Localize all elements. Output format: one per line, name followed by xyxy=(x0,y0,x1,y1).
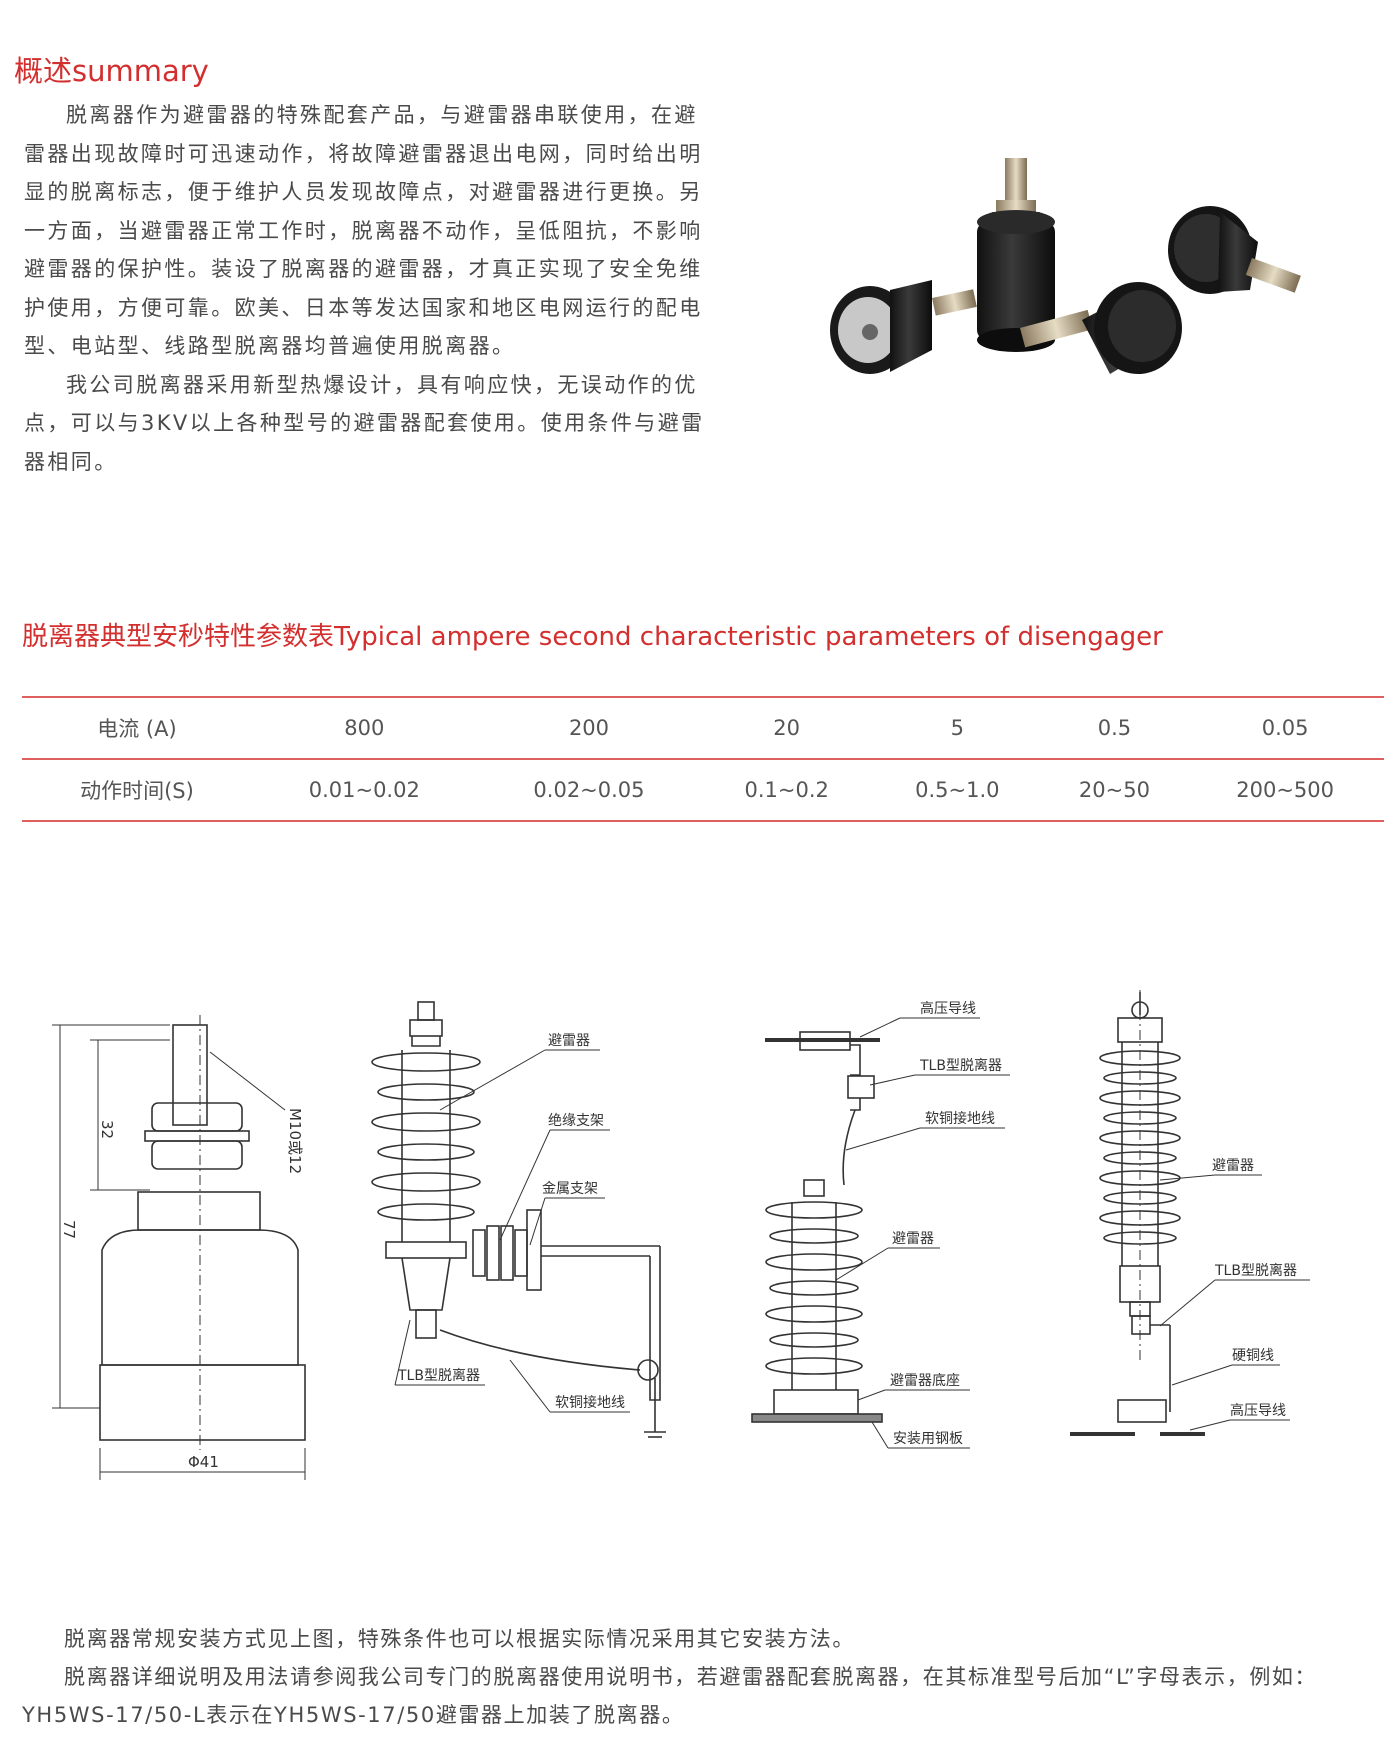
table-row: 动作时间(S) 0.01~0.02 0.02~0.05 0.1~0.2 0.5~… xyxy=(22,759,1384,822)
suspended-install-drawing xyxy=(1070,990,1310,1436)
bracket-install-drawing xyxy=(371,1001,666,1438)
label-ground-wire-2: 软铜接地线 xyxy=(555,1394,625,1411)
summary-text: 脱离器作为避雷器的特殊配套产品，与避雷器串联使用，在避雷器出现故障时可迅速动作，… xyxy=(24,96,712,481)
label-ground-wire-3: 软铜接地线 xyxy=(925,1110,995,1127)
label-hard-wire: 硬铜线 xyxy=(1232,1348,1274,1364)
label-metal-bracket: 金属支架 xyxy=(542,1181,598,1197)
table-cell: 0.01~0.02 xyxy=(251,759,477,822)
product-photo xyxy=(830,158,1301,374)
label-disconnector-2: TLB型脱离器 xyxy=(397,1367,480,1384)
table-header-current: 电流 (A) xyxy=(22,696,252,760)
dim-height-label: 77 xyxy=(60,1220,78,1239)
label-disconnector-3: TLB型脱离器 xyxy=(919,1057,1002,1074)
table-cell: 5 xyxy=(871,696,1043,760)
label-plate: 安装用钢板 xyxy=(893,1431,963,1447)
installation-drawings: 32 77 M10或12 Φ41 xyxy=(52,990,1310,1480)
label-base: 避雷器底座 xyxy=(890,1373,960,1389)
table-cell: 20~50 xyxy=(1042,759,1187,822)
dim-stud-label: 32 xyxy=(98,1120,116,1139)
label-arrester-2: 避雷器 xyxy=(548,1033,590,1049)
summary-paragraph-2: 我公司脱离器采用新型热爆设计，具有响应快，无误动作的优点，可以与3KV以上各种型… xyxy=(24,372,705,474)
table-cell: 0.5~1.0 xyxy=(871,759,1043,822)
label-hv-line-3: 高压导线 xyxy=(920,1000,976,1017)
table-cell: 0.1~0.2 xyxy=(701,759,872,822)
table-cell: 20 xyxy=(701,696,872,760)
disconnector-front xyxy=(1020,282,1182,374)
note-2: 脱离器详细说明及用法请参阅我公司专门的脱离器使用说明书，若避雷器配套脱离器，在其… xyxy=(22,1665,1318,1727)
params-table: 电流 (A) 800 200 20 5 0.5 0.05 动作时间(S) 0.0… xyxy=(22,696,1384,822)
installation-notes: 脱离器常规安装方式见上图，特殊条件也可以根据实际情况采用其它安装方法。 脱离器详… xyxy=(22,1620,1392,1734)
table-cell: 0.5 xyxy=(1042,696,1187,760)
label-insulating-bracket: 绝缘支架 xyxy=(548,1113,604,1129)
label-hv-line-4: 高压导线 xyxy=(1230,1402,1286,1419)
disconnector-upright xyxy=(977,158,1055,352)
label-disconnector-4: TLB型脱离器 xyxy=(1214,1262,1297,1279)
disconnector-left xyxy=(830,280,977,374)
table-cell: 200 xyxy=(476,696,702,760)
plate-install-drawing xyxy=(751,1017,1010,1449)
summary-title: 概述summary xyxy=(14,54,209,88)
label-arrester-4: 避雷器 xyxy=(1212,1158,1254,1174)
dimension-drawing xyxy=(52,1015,306,1480)
thread-label: M10或12 xyxy=(286,1108,304,1174)
table-cell: 0.05 xyxy=(1186,696,1384,760)
params-title: 脱离器典型安秒特性参数表Typical ampere second charac… xyxy=(22,622,1163,652)
disconnector-right xyxy=(1168,206,1301,294)
table-cell: 800 xyxy=(251,696,477,760)
table-header-time: 动作时间(S) xyxy=(22,759,252,822)
note-1: 脱离器常规安装方式见上图，特殊条件也可以根据实际情况采用其它安装方法。 xyxy=(64,1627,855,1651)
table-cell: 200~500 xyxy=(1186,759,1384,822)
summary-paragraph-1: 脱离器作为避雷器的特殊配套产品，与避雷器串联使用，在避雷器出现故障时可迅速动作，… xyxy=(24,103,703,358)
dim-diameter-label: Φ41 xyxy=(188,1453,219,1471)
label-arrester-3: 避雷器 xyxy=(892,1231,934,1247)
table-cell: 0.02~0.05 xyxy=(476,759,702,822)
table-row: 电流 (A) 800 200 20 5 0.5 0.05 xyxy=(22,696,1384,760)
